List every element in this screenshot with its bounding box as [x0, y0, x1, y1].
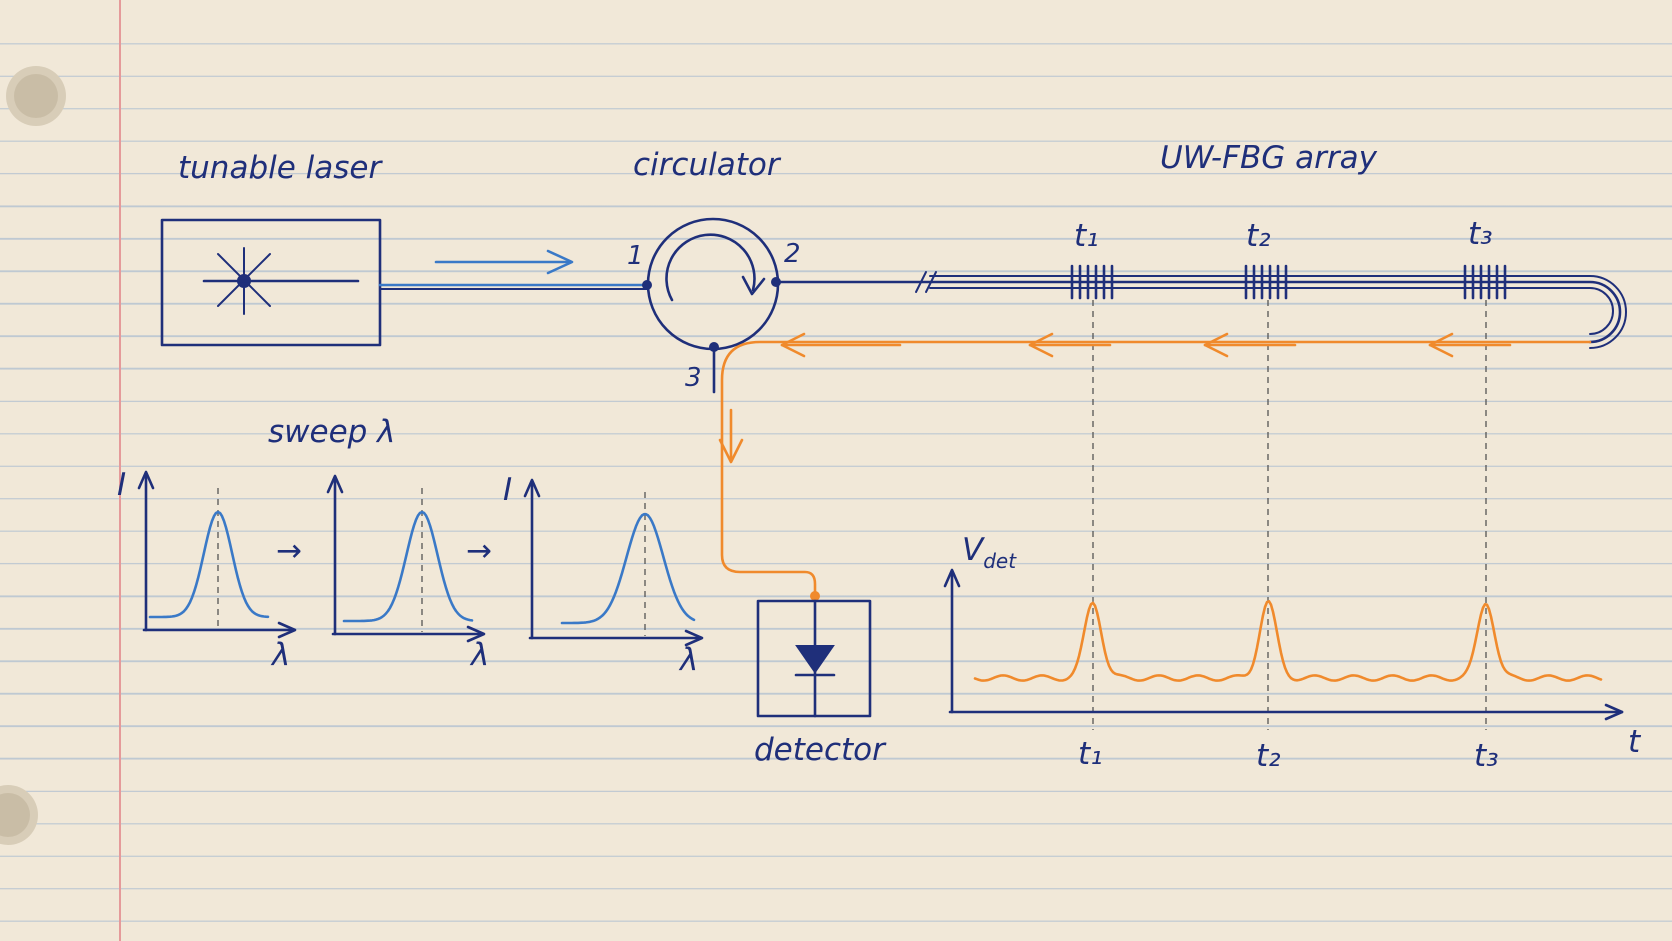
circulator-label: circulator — [633, 147, 782, 183]
port2-label: 2 — [784, 239, 801, 269]
photodiode-icon — [794, 599, 836, 718]
detector-plot-y-label: Vdet — [962, 532, 1017, 573]
spectrum-plot-1: I λ — [117, 467, 297, 673]
laser-box — [160, 218, 382, 347]
detector-tick-t1: t₁ — [1078, 736, 1103, 772]
spectrum-1-x-label: λ — [270, 637, 290, 673]
detector-tick-t2: t₂ — [1256, 738, 1281, 774]
fiber-break-icon — [915, 271, 937, 293]
spectrum-curve-2 — [342, 510, 474, 623]
spectrum-1-y-label: I — [117, 467, 126, 503]
spectrum-3-x-label: λ — [678, 642, 698, 678]
sweep-arrow-2: → — [466, 533, 492, 569]
detector-label: detector — [754, 732, 887, 768]
grating-3 — [1463, 264, 1507, 300]
spectrum-2-x-label: λ — [469, 637, 489, 673]
tunable-laser-label: tunable laser — [178, 150, 383, 186]
grating-2 — [1244, 264, 1288, 300]
port3-label: 3 — [685, 363, 702, 393]
spectrum-plot-2: λ — [326, 474, 489, 673]
detector-tick-t3: t₃ — [1474, 738, 1499, 774]
circulator-rotation-arrow-icon — [665, 233, 756, 302]
spectrum-curve-1 — [148, 510, 270, 619]
grating-1-label: t₁ — [1074, 218, 1099, 254]
grating-3-label: t₃ — [1468, 216, 1493, 252]
spectrum-plot-3: I λ — [503, 472, 704, 678]
reflected-signal-path — [720, 340, 1592, 598]
sweep-label: sweep λ — [268, 414, 396, 450]
sweep-arrow-1: → — [276, 533, 302, 569]
spectrum-3-y-label: I — [503, 472, 512, 508]
return-arrows — [718, 332, 1512, 464]
launch-arrow-icon — [434, 249, 574, 275]
grating-2-label: t₂ — [1246, 218, 1271, 254]
detector-output-plot: Vdet t t₁ t₂ t₃ — [943, 532, 1642, 774]
fbg-array-label: UW-FBG array — [1160, 140, 1378, 176]
sensing-fiber — [774, 280, 1622, 344]
port1-dot — [642, 280, 652, 290]
port1-label: 1 — [627, 241, 644, 271]
detector-signal-trace — [973, 600, 1603, 682]
spectrum-curve-3 — [560, 512, 696, 625]
detector-plot-x-label: t — [1628, 724, 1642, 760]
grating-1 — [1070, 264, 1114, 300]
